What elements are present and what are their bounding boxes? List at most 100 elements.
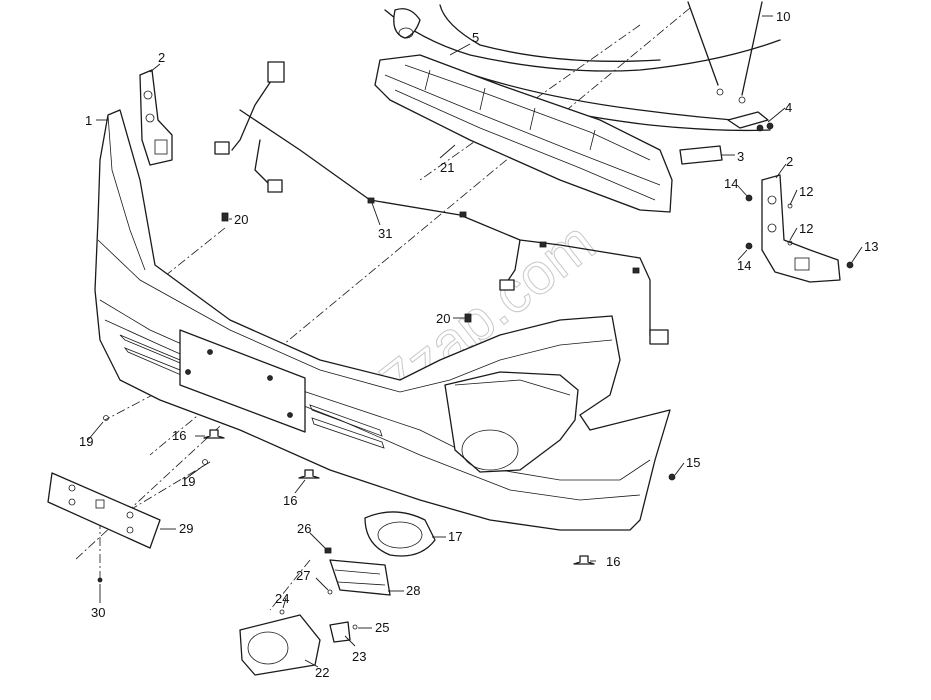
bracket-left-body [139, 69, 173, 166]
plate-recess [179, 329, 306, 433]
nut-14a [745, 194, 753, 202]
part-29-plate-bracket [47, 472, 161, 549]
bracket-right-slot [794, 257, 810, 271]
rivet-16b [298, 469, 320, 479]
beam-rib-2 [394, 89, 656, 201]
callout-28: 28 [406, 583, 420, 598]
connector-mid [267, 179, 283, 193]
callout-22: 22 [315, 665, 329, 680]
callout-16a: 16 [172, 428, 186, 443]
callout-10: 10 [776, 9, 790, 24]
clip-2 [459, 211, 467, 218]
bolt-4b [766, 122, 774, 130]
part-28-bracket [324, 547, 391, 596]
part-2-left-bracket [139, 69, 173, 166]
screw-24 [279, 609, 285, 615]
nut-14b [745, 242, 753, 250]
rod-right-end [738, 96, 746, 104]
plate-bracket-slot [95, 499, 105, 509]
screw-12b [787, 240, 793, 246]
fog-light-lens [461, 429, 519, 471]
beam-body [374, 54, 673, 213]
connector-lower [499, 279, 515, 291]
callout-26: 26 [297, 521, 311, 536]
plate-hole-4 [287, 412, 293, 418]
part-31-harness [214, 61, 669, 345]
fog-lamp-housing [239, 614, 321, 676]
callout-31: 31 [378, 226, 392, 241]
part-1-bumper [94, 109, 671, 531]
grille-slot-right-2 [311, 417, 385, 449]
fog-light-trim [454, 379, 571, 396]
rod-right [741, 1, 763, 96]
bracket-left-hole-2 [145, 113, 155, 123]
callout-2a: 2 [158, 50, 165, 65]
bumper-side-edge [107, 114, 146, 271]
rod-left [687, 1, 719, 86]
bolt-13 [846, 261, 854, 269]
part-17-bezel [364, 511, 436, 557]
callout-15: 15 [686, 455, 700, 470]
callout-12b: 12 [799, 221, 813, 236]
plate-bracket-hole-3 [126, 511, 134, 519]
screw-30 [97, 577, 103, 583]
screw-19a [103, 415, 109, 421]
hose-end [393, 8, 421, 39]
assembly-line-fog [269, 559, 311, 611]
clip-1 [367, 197, 375, 204]
bezel-inner [377, 521, 423, 549]
bracket-4 [727, 111, 769, 129]
harness-branch-1 [231, 74, 276, 151]
callout-24: 24 [275, 591, 289, 606]
screw-25 [352, 624, 358, 630]
rail-line-1 [384, 9, 781, 72]
assembly-line-19b [129, 461, 211, 511]
part-3-pad [679, 145, 723, 165]
connector-left [214, 141, 230, 155]
screw-27 [327, 589, 333, 595]
part-10-rods [687, 1, 763, 104]
callout-4: 4 [785, 100, 792, 115]
callout-14b: 14 [737, 258, 751, 273]
fog-light-opening [444, 371, 579, 473]
hose-opening [398, 27, 414, 39]
bracket-right-body [761, 174, 841, 283]
connector-top [267, 61, 285, 83]
callout-13: 13 [864, 239, 878, 254]
beam-rib-3 [404, 64, 651, 161]
plate-hole-1 [207, 349, 213, 355]
clip-4 [632, 267, 640, 274]
upper-rail [384, 4, 781, 132]
callout-21: 21 [440, 160, 454, 175]
rivet-16a [203, 429, 225, 439]
callout-16c: 16 [606, 554, 620, 569]
part-4-bracket [727, 111, 774, 132]
bumper-crease-bottom [104, 319, 641, 501]
bracket-left-slot [154, 139, 168, 155]
part-22-fog-lamp [239, 609, 358, 676]
beam-rib-1 [384, 74, 661, 186]
bracket-left-hole-1 [143, 90, 153, 100]
callouts: 1 2 2 3 4 5 10 12 12 13 14 14 15 16 16 1… [79, 9, 878, 680]
callout-1: 1 [85, 113, 92, 128]
plate-bracket-hole-1 [68, 484, 76, 492]
assembly-line-plate [74, 379, 271, 561]
bracket-28-ribs [334, 569, 386, 586]
part-2-right-bracket [745, 174, 854, 283]
callout-20a: 20 [234, 212, 248, 227]
harness-branch-2 [254, 139, 271, 186]
part-23-bulb [329, 621, 351, 643]
callout-27: 27 [296, 568, 310, 583]
beam-ribs-vertical [424, 69, 596, 151]
assembly-line-upper [419, 24, 641, 181]
callout-3: 3 [737, 149, 744, 164]
plate-hole-2 [267, 375, 273, 381]
clip-15 [668, 473, 676, 481]
bolt-4a [756, 124, 764, 132]
fog-lamp-lens [247, 631, 289, 665]
plate-bracket-body [47, 472, 161, 549]
callout-29: 29 [179, 521, 193, 536]
callout-30: 30 [91, 605, 105, 620]
clip-20a [221, 212, 229, 222]
